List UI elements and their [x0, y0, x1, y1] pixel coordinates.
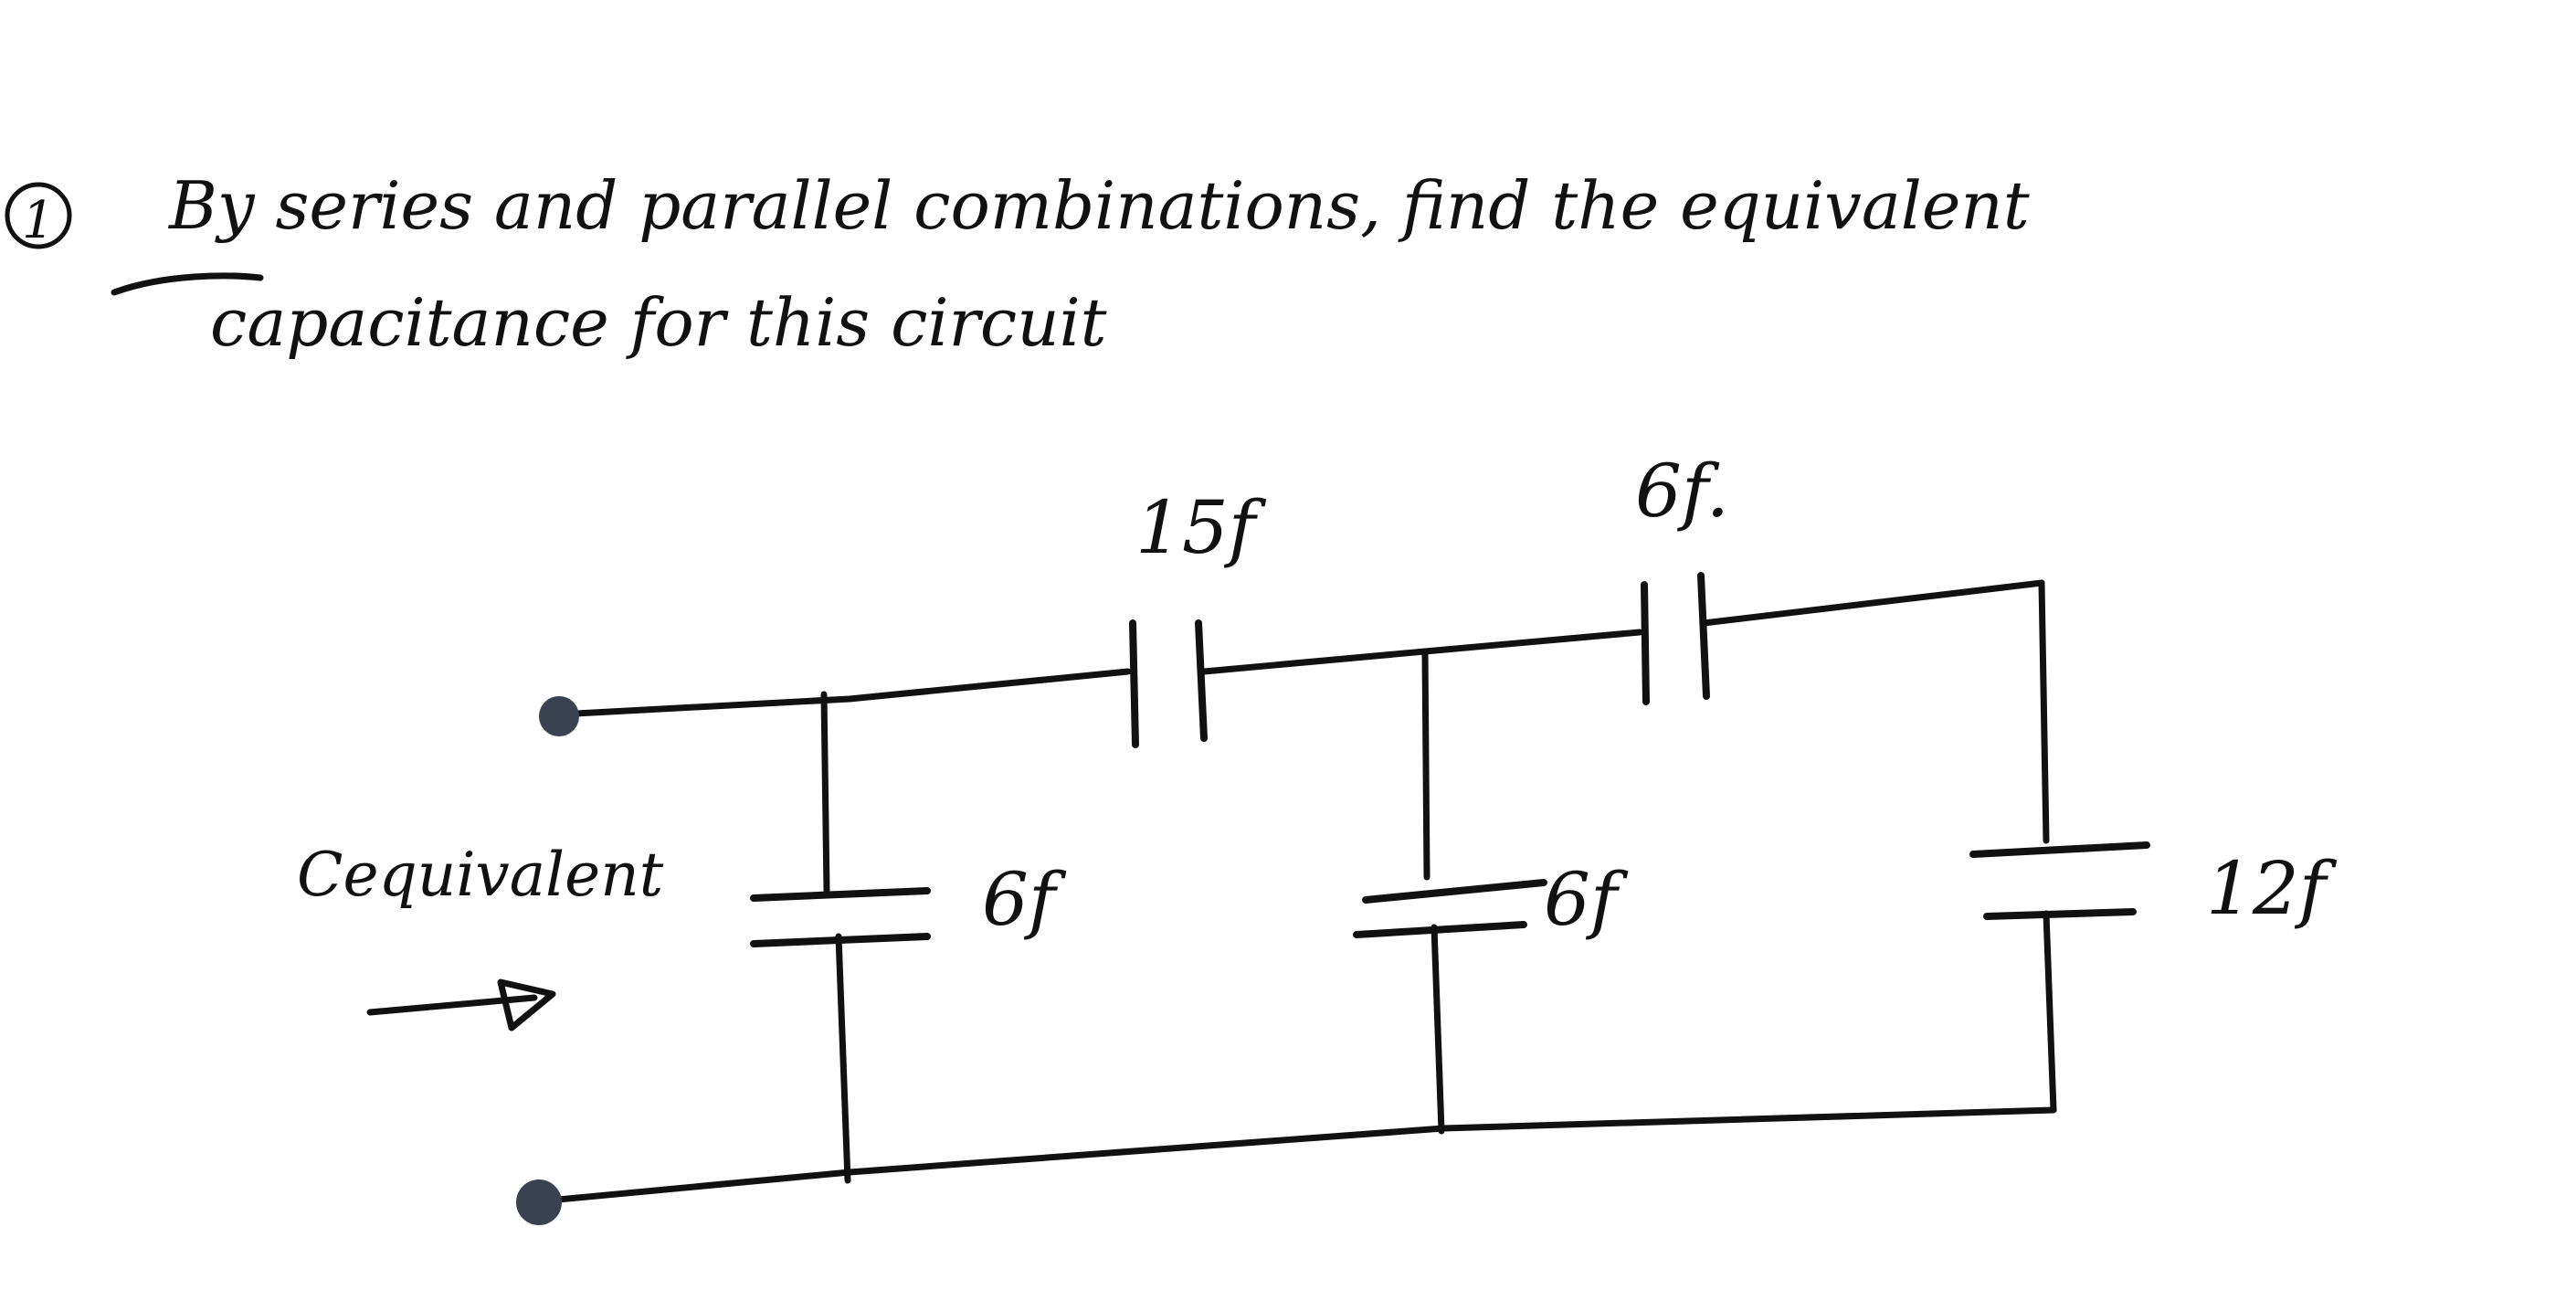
shunt-cap-2-plate-top — [1362, 879, 1547, 904]
shunt-cap-3-label: 12f — [2206, 846, 2338, 931]
equivalent-arrow-head — [497, 978, 556, 1031]
top-rail-right — [1700, 579, 2045, 627]
series-cap-15f-label: 15f — [1135, 485, 1267, 570]
question-header: 1 By series and parallel combinations, f… — [5, 167, 2031, 361]
right-branch-wire-lower — [2043, 910, 2057, 1114]
series-cap-15f-plate-left — [1129, 619, 1139, 748]
question-number-circle — [5, 182, 72, 249]
series-capacitor-15f: 15f — [1129, 485, 1267, 748]
shunt-capacitor-2: 6f — [1353, 857, 1629, 942]
shunt-2-wire-bottom — [1431, 924, 1445, 1135]
shunt-1-wire-bottom — [835, 933, 851, 1184]
top-terminal — [539, 696, 579, 736]
shunt-cap-1-plate-top — [750, 887, 931, 902]
series-capacitor-6f-top: 6f. — [1635, 449, 1729, 705]
top-rail-left — [555, 668, 1132, 718]
shunt-1-wire-top — [820, 691, 830, 894]
series-cap-6f-label: 6f. — [1635, 449, 1729, 534]
shunt-cap-1-label: 6f — [982, 857, 1067, 942]
shunt-2-wire-top — [1421, 648, 1431, 881]
series-cap-6f-plate-right — [1697, 572, 1710, 700]
shunt-cap-3-plate-bottom — [1983, 908, 2137, 920]
shunt-capacitor-1: 6f — [750, 857, 1067, 947]
shunt-cap-2-plate-bottom — [1353, 921, 1527, 938]
question-line-2: capacitance for this circuit — [210, 284, 1108, 361]
circuit-wires — [535, 579, 2057, 1205]
series-cap-15f-plate-right — [1195, 619, 1208, 742]
shunt-cap-1-plate-bottom — [750, 933, 931, 947]
shunt-capacitor-3: 12f — [1969, 841, 2338, 931]
question-line-1: By series and parallel combinations, fin… — [167, 167, 2031, 244]
bottom-rail — [535, 1106, 2057, 1205]
equivalent-label: Cequivalent — [297, 840, 664, 910]
question-number: 1 — [22, 191, 55, 250]
shunt-cap-2-label: 6f — [1544, 857, 1629, 942]
series-cap-6f-plate-left — [1641, 581, 1650, 705]
right-branch-wire — [2038, 579, 2050, 844]
bottom-terminal — [516, 1179, 562, 1225]
question-underline — [111, 272, 264, 296]
shunt-cap-3-plate-top — [1969, 841, 2150, 858]
top-rail-middle — [1200, 629, 1643, 675]
equivalent-annotation: Cequivalent — [297, 840, 664, 1031]
